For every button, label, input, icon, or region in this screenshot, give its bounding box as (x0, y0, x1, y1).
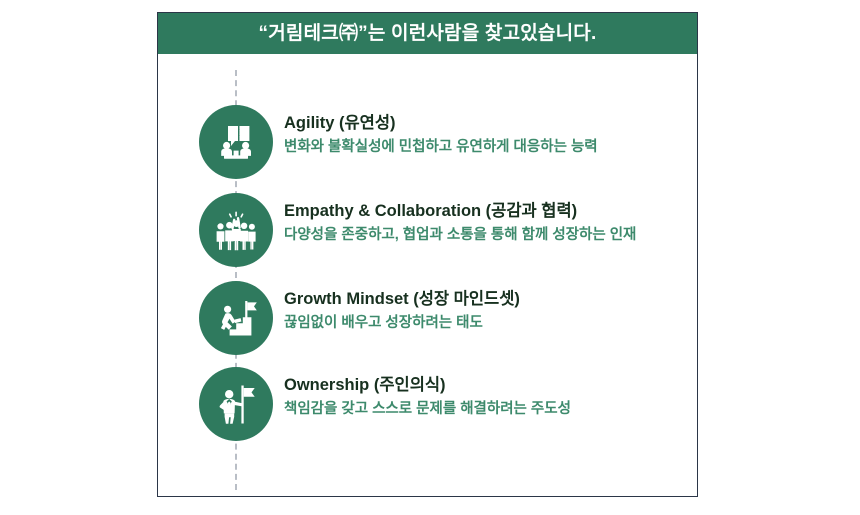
list-item-description: 끊임없이 배우고 성장하려는 태도 (284, 314, 483, 331)
list-item-description: 다양성을 존중하고, 협업과 소통을 통해 함께 성장하는 인재 (284, 226, 637, 243)
stairs-flag-icon (199, 281, 273, 355)
list-item: Agility (유연성) 변화와 불확실성에 민첩하고 유연하게 대응하는 능… (158, 105, 697, 191)
list-item-title: Ownership (주인의식) (284, 376, 446, 394)
card-header: “거림테크㈜”는 이런사람을 찾고있습니다. (158, 13, 697, 54)
list-item: Growth Mindset (성장 마인드셋) 끊임없이 배우고 성장하려는 … (158, 281, 697, 367)
list-item-title: Agility (유연성) (284, 114, 396, 132)
list-item-text: Empathy & Collaboration (공감과 협력) 다양성을 존중… (284, 201, 687, 244)
list-item: Ownership (주인의식) 책임감을 갖고 스스로 문제를 해결하려는 주… (158, 367, 697, 453)
card-body: Agility (유연성) 변화와 불확실성에 민첩하고 유연하게 대응하는 능… (158, 54, 697, 496)
list-item-title: Empathy & Collaboration (공감과 협력) (284, 202, 578, 220)
person-flag-icon (199, 367, 273, 441)
timeline-dashed-line (235, 70, 237, 490)
recruitment-card: “거림테크㈜”는 이런사람을 찾고있습니다. (157, 12, 698, 497)
list-item-text: Agility (유연성) 변화와 불확실성에 민첩하고 유연하게 대응하는 능… (284, 113, 687, 156)
meeting-puzzle-icon (199, 105, 273, 179)
team-cheer-icon (199, 193, 273, 267)
list-item-description: 변화와 불확실성에 민첩하고 유연하게 대응하는 능력 (284, 138, 598, 155)
list-item-title: Growth Mindset (성장 마인드셋) (284, 290, 520, 308)
page-title: “거림테크㈜”는 이런사람을 찾고있습니다. (258, 23, 597, 44)
list-item-description: 책임감을 갖고 스스로 문제를 해결하려는 주도성 (284, 400, 571, 417)
list-item-text: Growth Mindset (성장 마인드셋) 끊임없이 배우고 성장하려는 … (284, 289, 687, 332)
list-item: Empathy & Collaboration (공감과 협력) 다양성을 존중… (158, 193, 697, 279)
list-item-text: Ownership (주인의식) 책임감을 갖고 스스로 문제를 해결하려는 주… (284, 375, 687, 418)
